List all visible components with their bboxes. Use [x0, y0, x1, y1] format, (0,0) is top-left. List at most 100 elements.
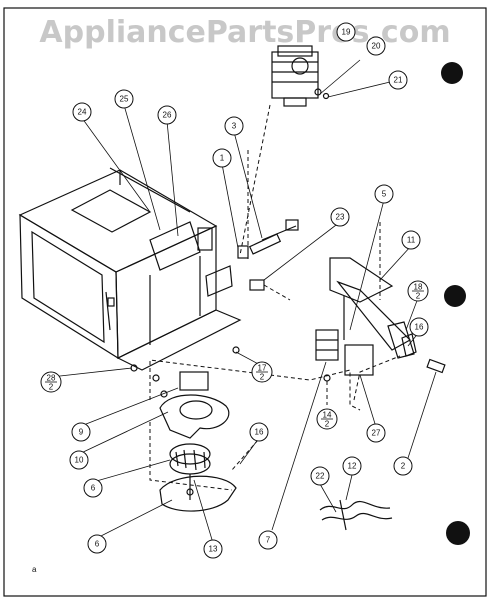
callout-circle [342, 456, 362, 476]
registration-mark-bottom [446, 521, 470, 545]
registration-mark-top [441, 62, 463, 84]
callout-label: 7 [266, 536, 271, 545]
callout-circle [374, 184, 394, 204]
callout-label: 24 [78, 108, 87, 117]
callout-c5: 5 [374, 184, 394, 204]
fraction-numerator: 28 [47, 374, 56, 383]
thermal-sensor [407, 358, 446, 459]
watermark-text: AppliancePartsPros.com [39, 15, 450, 50]
callout-c24: 24 [72, 102, 92, 122]
wire-harness [319, 474, 393, 531]
callout-circle [388, 70, 408, 90]
callout-circle [212, 148, 232, 168]
fuse-holder [237, 219, 299, 259]
callout-label: 22 [316, 472, 325, 481]
callout-circle [87, 534, 107, 554]
callout-c23: 23 [330, 207, 350, 227]
callout-c1: 1 [212, 148, 232, 168]
callout-circle [249, 422, 269, 442]
callout-circle [71, 422, 91, 442]
callout-label: 26 [163, 111, 172, 120]
callout-label: 25 [120, 95, 129, 104]
fraction-callout-f28: 282 [40, 371, 62, 393]
callout-label: 2 [401, 462, 406, 471]
callout-label: 13 [209, 545, 218, 554]
callout-c16: 16 [249, 422, 269, 442]
fraction-callout-f18: 182 [407, 280, 429, 302]
callout-c11: 11 [401, 230, 421, 250]
callout-label: 1 [220, 154, 225, 163]
fraction-numerator: 18 [414, 283, 423, 292]
blower-assembly [159, 371, 230, 439]
callout-label: 6 [95, 540, 100, 549]
magnetron-screws [314, 59, 391, 100]
callout-c3: 3 [224, 116, 244, 136]
capacitor-bracket [329, 257, 417, 376]
callout-label: 11 [407, 236, 416, 245]
callout-c9: 9 [71, 422, 91, 442]
callout-label: 10 [75, 456, 84, 465]
callout-c7: 7 [258, 530, 278, 550]
leader-lines [50, 104, 420, 544]
callout-label: 27 [372, 429, 381, 438]
callout-c22: 22 [310, 466, 330, 486]
callout-circle [330, 207, 350, 227]
diode-connector [249, 279, 291, 301]
magnetron-guide-line [239, 104, 271, 256]
callout-c25: 25 [114, 89, 134, 109]
callout-label: 12 [348, 462, 357, 471]
fraction-callout-f14: 142 [316, 408, 338, 430]
callout-circle [393, 456, 413, 476]
fraction-numerator: 14 [323, 411, 332, 420]
callout-circle [83, 478, 103, 498]
oven-chassis [18, 167, 242, 371]
page-marker: a [32, 565, 37, 574]
callout-label: 19 [342, 28, 351, 37]
callout-circle [224, 116, 244, 136]
fraction-denominator: 2 [325, 420, 330, 429]
callout-c6: 6 [83, 478, 103, 498]
fraction-numerator: 17 [258, 364, 267, 373]
callout-circle [366, 423, 386, 443]
callout-c6b: 6 [87, 534, 107, 554]
callout-label: 9 [79, 428, 84, 437]
base-plate [159, 475, 237, 512]
callout-c27: 27 [366, 423, 386, 443]
callout-label: 16 [255, 428, 264, 437]
assembly-guide-lines [149, 222, 401, 491]
diagram-border [3, 7, 487, 597]
callout-label: 6 [91, 484, 96, 493]
callout-c10: 10 [69, 450, 89, 470]
callout-c16b: 16 [409, 317, 429, 337]
callout-c2: 2 [393, 456, 413, 476]
callout-circle [409, 317, 429, 337]
callout-circle [114, 89, 134, 109]
fraction-denominator: 2 [416, 292, 421, 301]
callout-label: 16 [415, 323, 424, 332]
callout-label: 5 [382, 190, 387, 199]
callout-circle [157, 105, 177, 125]
callout-circle [69, 450, 89, 470]
registration-mark-middle [444, 285, 466, 307]
mounting-screws [130, 346, 331, 405]
callout-circle [72, 102, 92, 122]
callout-c26: 26 [157, 105, 177, 125]
callout-label: 20 [372, 42, 381, 51]
callout-label: 3 [232, 122, 237, 131]
callout-circle [336, 22, 356, 42]
callout-c21: 21 [388, 70, 408, 90]
callout-label: 23 [336, 213, 345, 222]
callout-label: 21 [394, 76, 403, 85]
callout-circle [203, 539, 223, 559]
high-voltage-transformer [271, 329, 339, 531]
callout-c19: 19 [336, 22, 356, 42]
callout-c20: 20 [366, 36, 386, 56]
callout-circle [258, 530, 278, 550]
magnetron [271, 45, 319, 107]
callout-circle [310, 466, 330, 486]
fan-blade [169, 443, 211, 500]
callout-circle [401, 230, 421, 250]
